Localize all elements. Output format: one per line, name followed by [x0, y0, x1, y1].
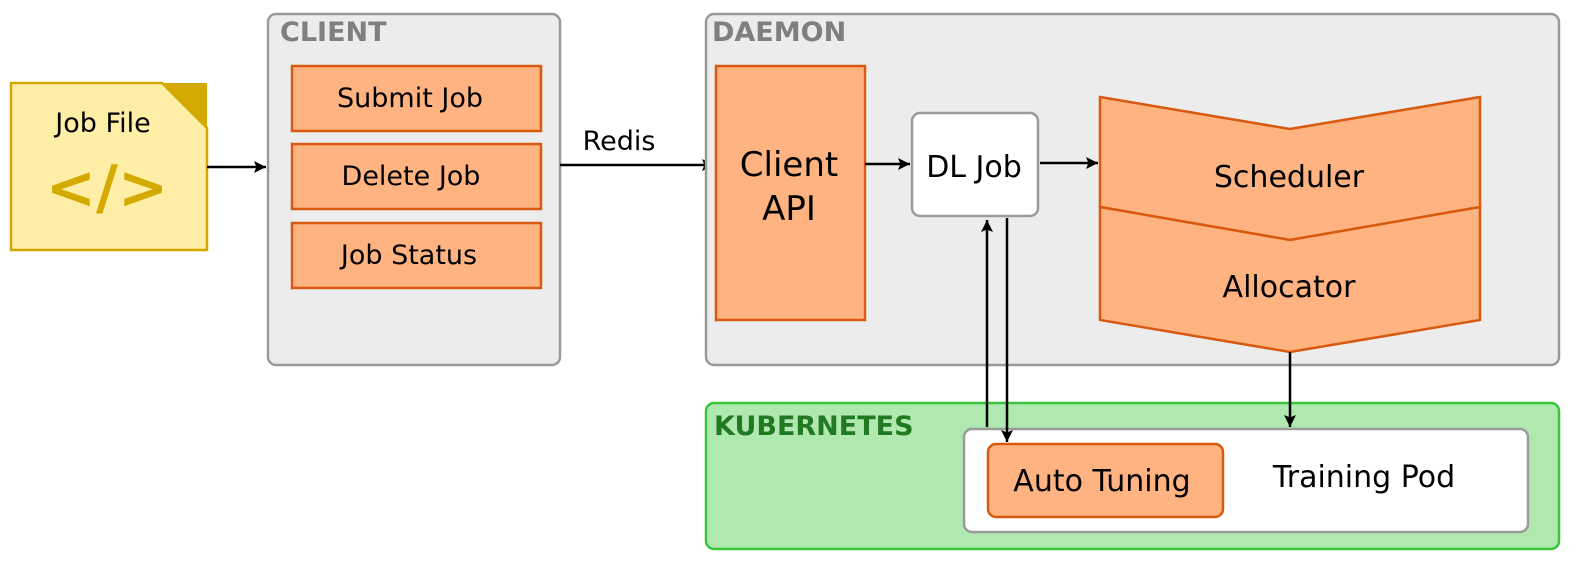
- delete-job-button[interactable]: Delete Job: [290, 142, 543, 211]
- daemon-group: DAEMON Client API DL Job Scheduler Alloc…: [704, 12, 1561, 367]
- submit-job-button[interactable]: Submit Job: [290, 64, 543, 133]
- delete-job-label: Delete Job: [342, 161, 481, 192]
- auto-tuning-box: Auto Tuning: [986, 442, 1225, 519]
- client-title: CLIENT: [280, 17, 387, 48]
- dl-job-box: DL Job: [910, 111, 1040, 218]
- job-file-label: Job File: [53, 108, 150, 139]
- client-api-label-line2: API: [762, 189, 816, 229]
- job-status-label: Job Status: [339, 240, 477, 271]
- scheduler-label: Scheduler: [1214, 160, 1365, 195]
- job-status-button[interactable]: Job Status: [290, 221, 543, 290]
- dl-job-label: DL Job: [926, 150, 1022, 185]
- kubernetes-group: KUBERNETES Training Pod Auto Tuning: [704, 401, 1561, 551]
- client-group: CLIENT Submit Job Delete Job Job Status: [266, 12, 562, 367]
- allocator-shape: Allocator: [1098, 205, 1482, 354]
- redis-label: Redis: [583, 126, 656, 157]
- allocator-label: Allocator: [1223, 270, 1357, 305]
- auto-tuning-label: Auto Tuning: [1013, 464, 1190, 499]
- kubernetes-title: KUBERNETES: [714, 411, 914, 442]
- client-api-box: Client API: [714, 64, 867, 322]
- submit-job-label: Submit Job: [337, 83, 483, 114]
- job-file-node: Job File </>: [9, 81, 209, 252]
- daemon-title: DAEMON: [712, 17, 846, 48]
- client-api-label-line1: Client: [740, 145, 838, 185]
- job-file-shape: [9, 81, 209, 252]
- code-icon: </>: [46, 153, 168, 223]
- folded-corner-icon: [162, 83, 207, 128]
- training-pod-label: Training Pod: [1272, 460, 1455, 495]
